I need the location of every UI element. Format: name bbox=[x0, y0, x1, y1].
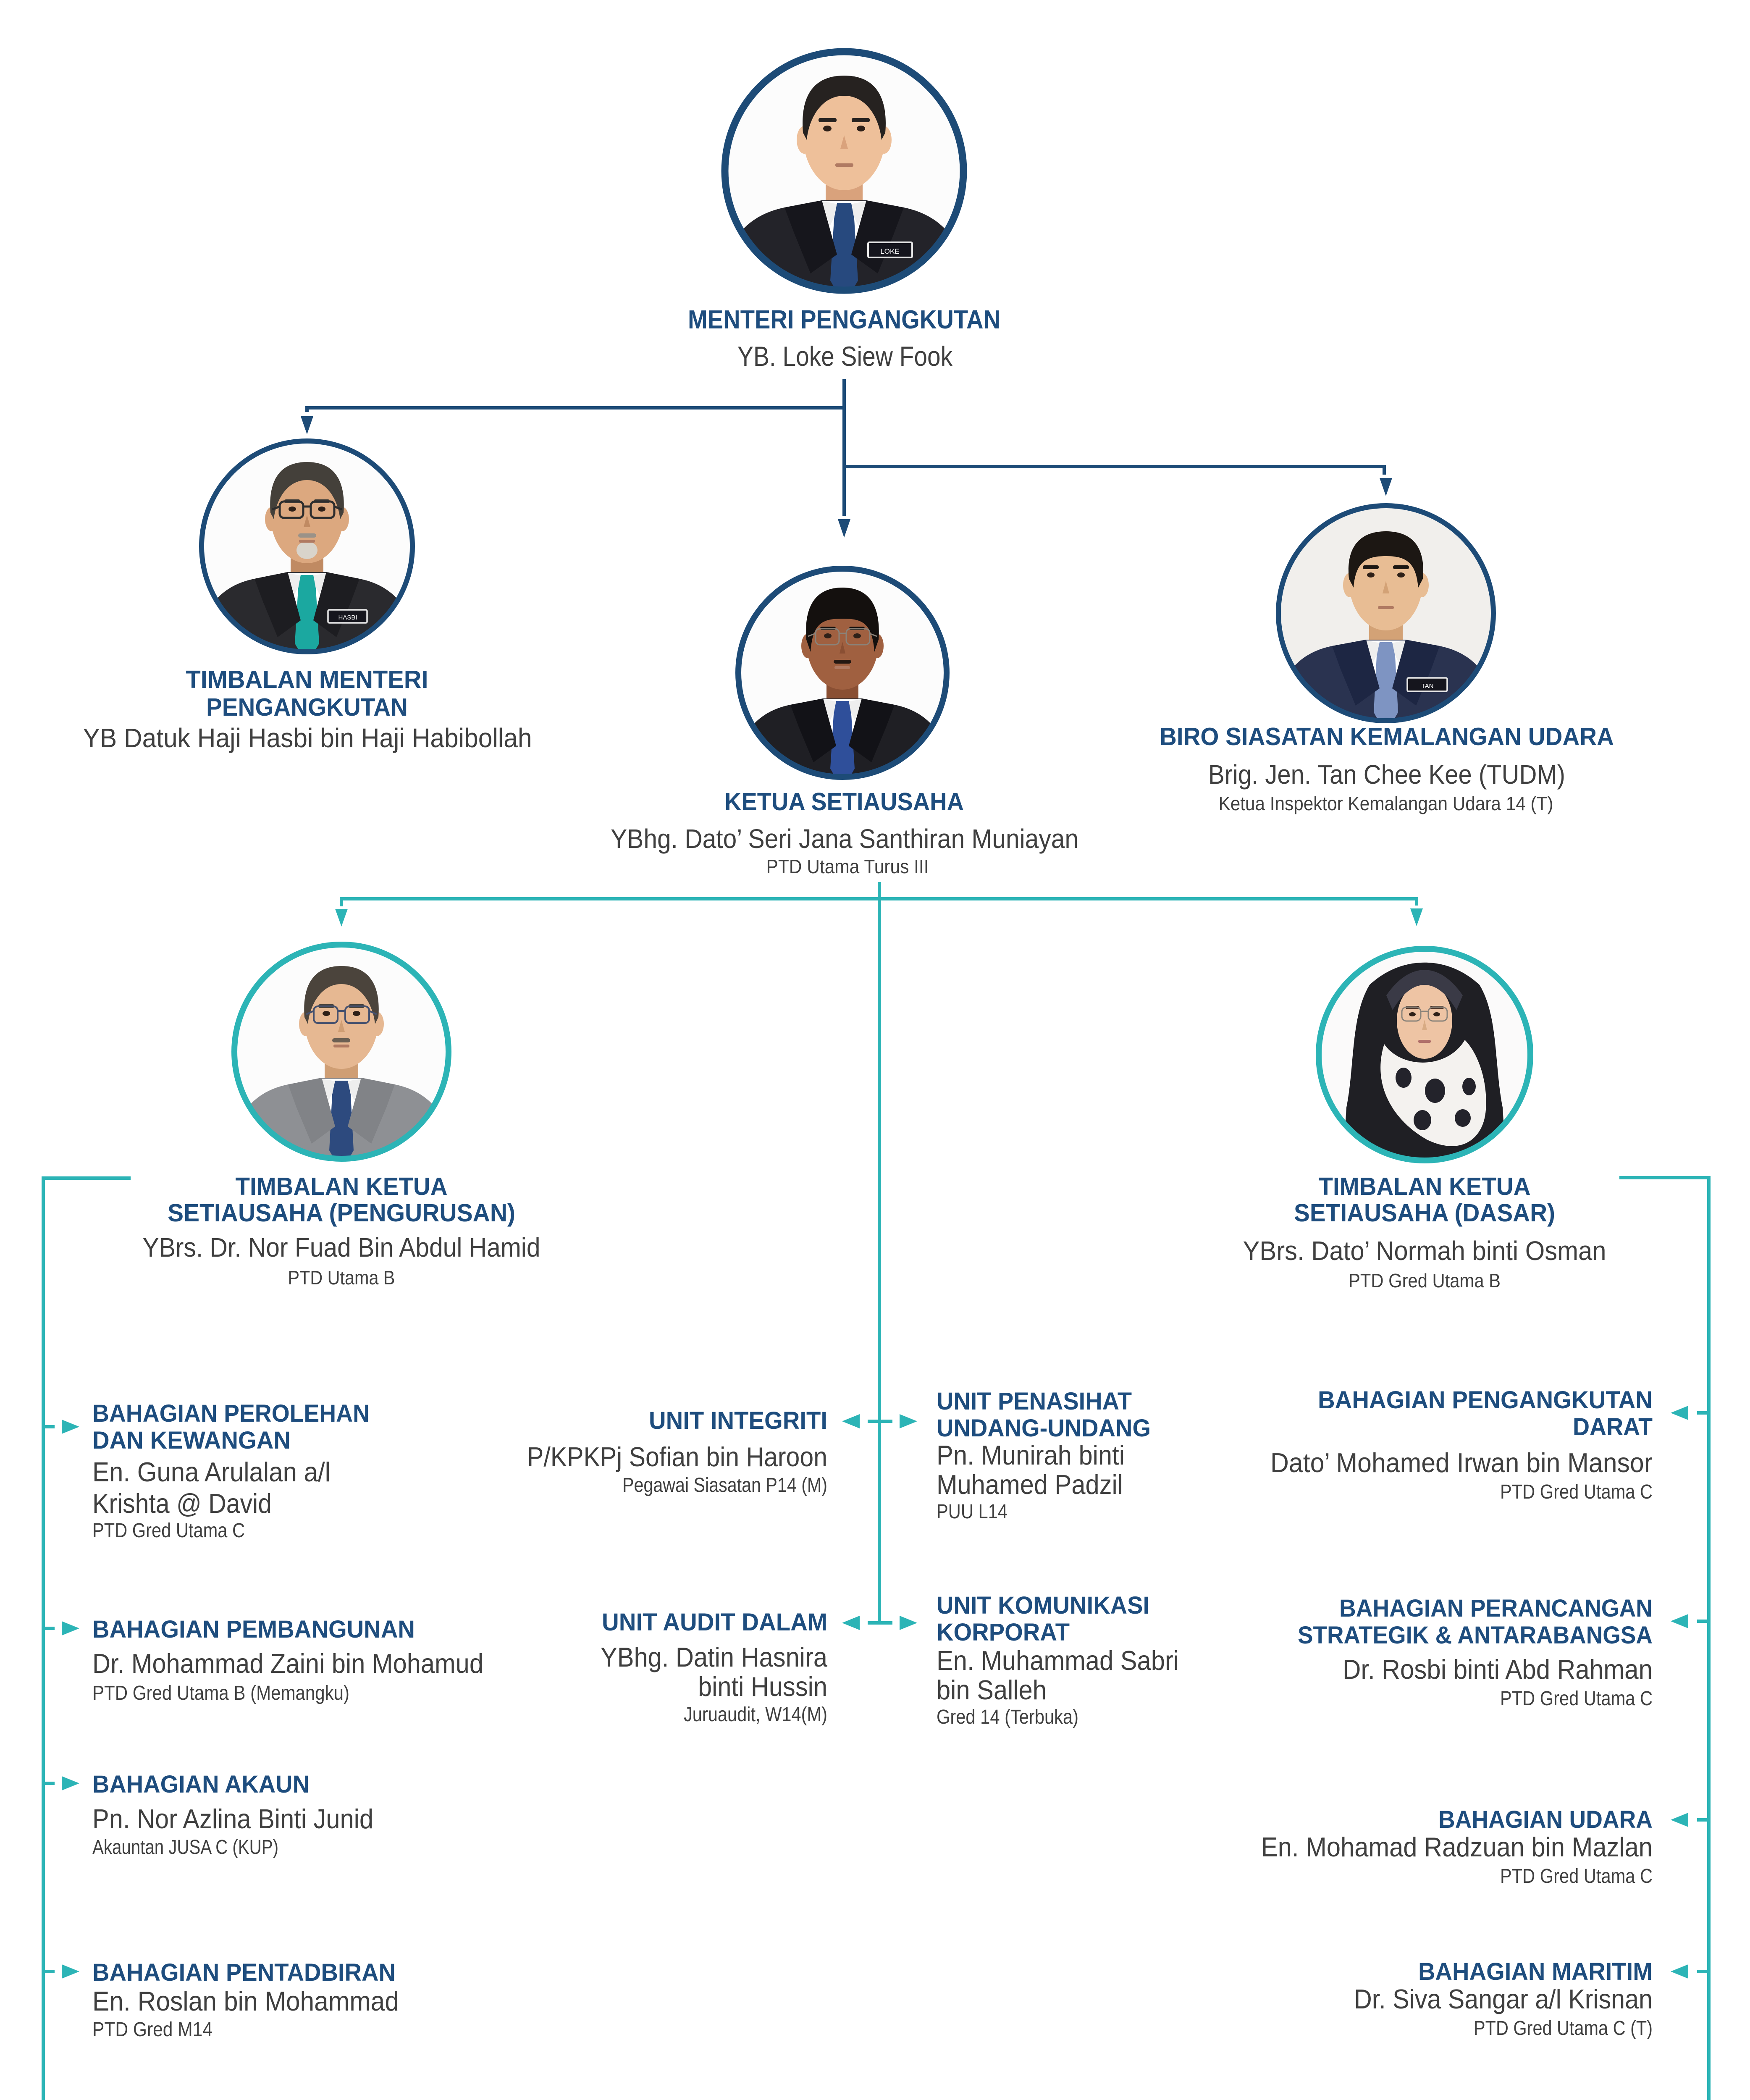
svg-text:PTD Gred Utama B: PTD Gred Utama B bbox=[1349, 1270, 1501, 1292]
svg-text:SETIAUSAHA (DASAR): SETIAUSAHA (DASAR) bbox=[1294, 1199, 1555, 1227]
svg-text:Muhamed Padzil: Muhamed Padzil bbox=[937, 1469, 1123, 1500]
svg-text:BAHAGIAN PEMBANGUNAN: BAHAGIAN PEMBANGUNAN bbox=[92, 1616, 415, 1643]
svg-text:Pn. Munirah binti: Pn. Munirah binti bbox=[937, 1440, 1125, 1470]
svg-text:TIMBALAN KETUA: TIMBALAN KETUA bbox=[1319, 1173, 1531, 1200]
svg-text:YBrs. Dr. Nor Fuad Bin Abdul H: YBrs. Dr. Nor Fuad Bin Abdul Hamid bbox=[143, 1232, 540, 1263]
svg-text:En. Guna Arulalan a/l: En. Guna Arulalan a/l bbox=[92, 1457, 331, 1487]
svg-text:Dato’ Mohamed Irwan bin Mansor: Dato’ Mohamed Irwan bin Mansor bbox=[1270, 1447, 1653, 1478]
svg-text:Dr. Mohammad Zaini bin Mohamud: Dr. Mohammad Zaini bin Mohamud bbox=[92, 1648, 483, 1679]
svg-text:Gred 14 (Terbuka): Gred 14 (Terbuka) bbox=[937, 1706, 1078, 1728]
svg-text:PTD Gred Utama B (Memangku): PTD Gred Utama B (Memangku) bbox=[92, 1682, 349, 1704]
svg-text:bin Salleh: bin Salleh bbox=[937, 1675, 1047, 1705]
svg-text:UNIT PENASIHAT: UNIT PENASIHAT bbox=[937, 1388, 1132, 1415]
svg-text:TIMBALAN MENTERI: TIMBALAN MENTERI bbox=[186, 666, 428, 693]
svg-text:YB Datuk Haji Hasbi bin Haji H: YB Datuk Haji Hasbi bin Haji Habibollah bbox=[83, 723, 532, 753]
svg-text:BAHAGIAN PENGANGKUTAN: BAHAGIAN PENGANGKUTAN bbox=[1318, 1386, 1653, 1414]
svg-text:BAHAGIAN PENTADBIRAN: BAHAGIAN PENTADBIRAN bbox=[92, 1959, 396, 1986]
svg-text:HASBI: HASBI bbox=[338, 614, 357, 621]
svg-text:Brig. Jen. Tan Chee Kee (TUDM): Brig. Jen. Tan Chee Kee (TUDM) bbox=[1208, 759, 1565, 790]
svg-text:PTD Utama Turus III: PTD Utama Turus III bbox=[766, 856, 929, 877]
svg-text:STRATEGIK & ANTARABANGSA: STRATEGIK & ANTARABANGSA bbox=[1298, 1622, 1653, 1649]
svg-text:UNIT KOMUNIKASI: UNIT KOMUNIKASI bbox=[937, 1592, 1149, 1619]
svg-text:KETUA SETIAUSAHA: KETUA SETIAUSAHA bbox=[724, 788, 964, 816]
svg-text:binti Hussin: binti Hussin bbox=[698, 1671, 827, 1702]
svg-text:YB. Loke Siew Fook: YB. Loke Siew Fook bbox=[737, 341, 953, 372]
svg-text:UNDANG-UNDANG: UNDANG-UNDANG bbox=[937, 1415, 1151, 1442]
svg-text:UNIT INTEGRITI: UNIT INTEGRITI bbox=[649, 1407, 827, 1434]
svg-text:Pn. Nor Azlina Binti Junid: Pn. Nor Azlina Binti Junid bbox=[92, 1803, 373, 1834]
svg-text:YBhg. Dato’ Seri Jana Santhira: YBhg. Dato’ Seri Jana Santhiran Muniayan bbox=[611, 824, 1078, 854]
svg-text:En. Roslan bin Mohammad: En. Roslan bin Mohammad bbox=[92, 1986, 399, 2016]
svg-text:BAHAGIAN PERANCANGAN: BAHAGIAN PERANCANGAN bbox=[1339, 1595, 1653, 1622]
svg-text:KORPORAT: KORPORAT bbox=[937, 1619, 1070, 1646]
svg-text:Dr. Rosbi binti Abd Rahman: Dr. Rosbi binti Abd Rahman bbox=[1343, 1654, 1653, 1685]
svg-text:P/KPKPj Sofian bin Haroon: P/KPKPj Sofian bin Haroon bbox=[527, 1441, 827, 1472]
svg-text:MENTERI PENGANGKUTAN: MENTERI PENGANGKUTAN bbox=[688, 305, 1000, 334]
svg-text:PTD Gred Utama C: PTD Gred Utama C bbox=[1500, 1865, 1653, 1887]
svg-text:Juruaudit, W14(M): Juruaudit, W14(M) bbox=[684, 1704, 827, 1726]
svg-text:UNIT AUDIT DALAM: UNIT AUDIT DALAM bbox=[602, 1609, 827, 1636]
svg-text:Pegawai Siasatan P14 (M): Pegawai Siasatan P14 (M) bbox=[622, 1474, 827, 1496]
svg-text:TAN: TAN bbox=[1422, 682, 1434, 690]
svg-text:PTD Utama B: PTD Utama B bbox=[288, 1267, 395, 1289]
svg-text:En. Muhammad Sabri: En. Muhammad Sabri bbox=[937, 1645, 1179, 1676]
svg-text:BAHAGIAN UDARA: BAHAGIAN UDARA bbox=[1438, 1806, 1653, 1833]
svg-text:PUU L14: PUU L14 bbox=[937, 1501, 1007, 1523]
svg-text:BAHAGIAN MARITIM: BAHAGIAN MARITIM bbox=[1418, 1958, 1653, 1985]
svg-text:PTD Gred Utama C: PTD Gred Utama C bbox=[1500, 1688, 1653, 1710]
svg-text:Akauntan JUSA C (KUP): Akauntan JUSA C (KUP) bbox=[92, 1836, 278, 1858]
svg-text:Krishta @ David: Krishta @ David bbox=[92, 1488, 272, 1519]
svg-text:PTD Gred Utama C: PTD Gred Utama C bbox=[92, 1520, 245, 1542]
svg-text:PTD Gred M14: PTD Gred M14 bbox=[92, 2019, 213, 2041]
svg-text:Dr. Siva Sangar a/l Krisnan: Dr. Siva Sangar a/l Krisnan bbox=[1354, 1984, 1653, 2014]
svg-text:YBhg. Datin Hasnira: YBhg. Datin Hasnira bbox=[601, 1642, 828, 1672]
svg-text:En. Mohamad Radzuan bin Mazlan: En. Mohamad Radzuan bin Mazlan bbox=[1261, 1832, 1653, 1862]
svg-text:PENGANGKUTAN: PENGANGKUTAN bbox=[206, 693, 408, 721]
svg-text:YBrs. Dato’ Normah binti Osman: YBrs. Dato’ Normah binti Osman bbox=[1243, 1236, 1606, 1266]
svg-text:DAN KEWANGAN: DAN KEWANGAN bbox=[92, 1427, 291, 1454]
svg-text:SETIAUSAHA (PENGURUSAN): SETIAUSAHA (PENGURUSAN) bbox=[168, 1199, 515, 1227]
svg-text:DARAT: DARAT bbox=[1573, 1413, 1653, 1441]
svg-text:PTD Gred Utama C (T): PTD Gred Utama C (T) bbox=[1474, 2017, 1653, 2040]
svg-text:LOKE: LOKE bbox=[880, 247, 899, 255]
svg-text:TIMBALAN KETUA: TIMBALAN KETUA bbox=[236, 1173, 448, 1200]
svg-text:BAHAGIAN AKAUN: BAHAGIAN AKAUN bbox=[92, 1771, 310, 1798]
svg-text:PTD Gred Utama C: PTD Gred Utama C bbox=[1500, 1481, 1653, 1503]
svg-text:Ketua Inspektor Kemalangan Uda: Ketua Inspektor Kemalangan Udara 14 (T) bbox=[1219, 793, 1553, 814]
svg-text:BIRO SIASATAN KEMALANGAN UDARA: BIRO SIASATAN KEMALANGAN UDARA bbox=[1160, 723, 1614, 751]
svg-text:BAHAGIAN PEROLEHAN: BAHAGIAN PEROLEHAN bbox=[92, 1400, 370, 1427]
